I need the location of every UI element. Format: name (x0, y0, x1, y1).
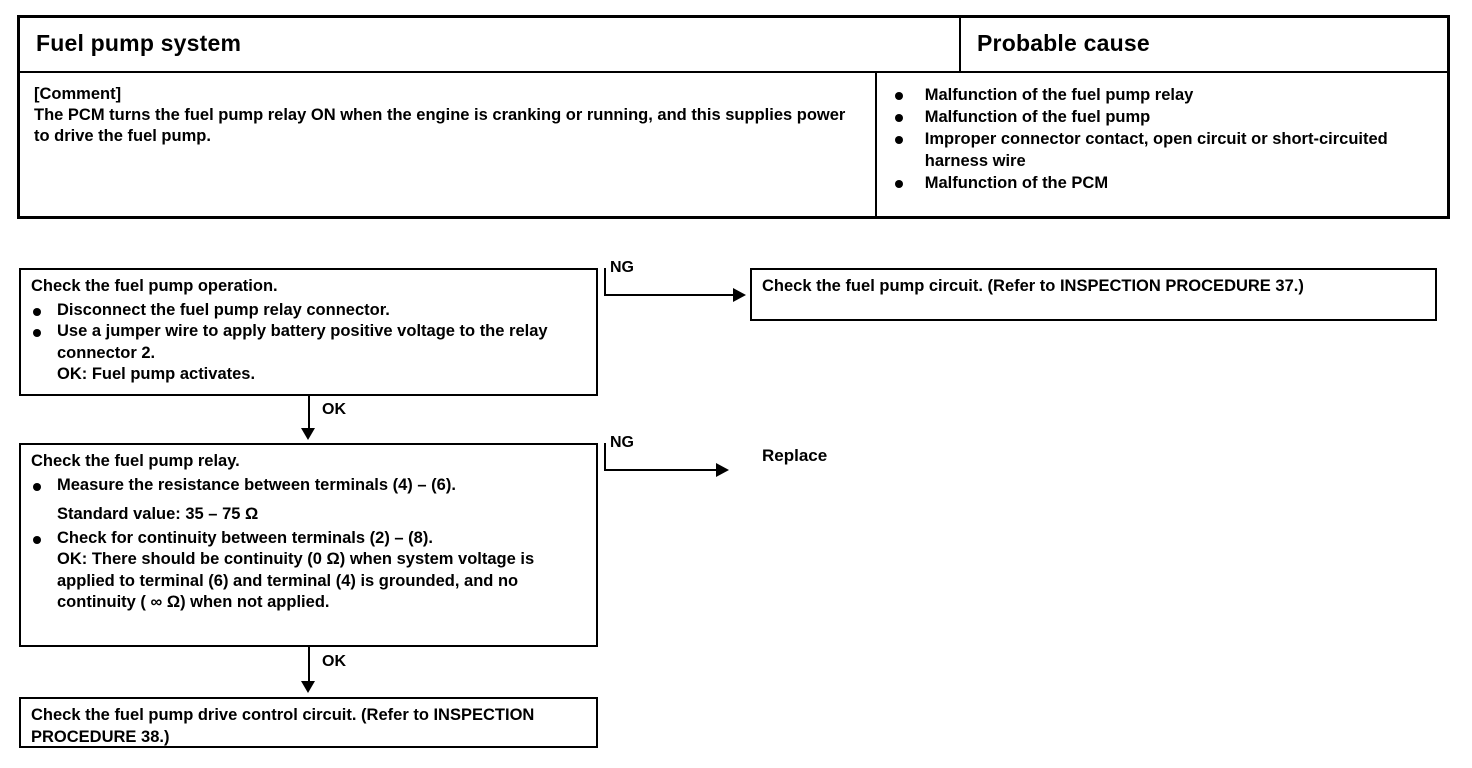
list-item: Malfunction of the fuel pump relay (893, 84, 1437, 106)
list-item: Check for continuity between terminals (… (31, 528, 588, 550)
flow-box-content: Check the fuel pump relay. Measure the r… (21, 445, 596, 620)
table-cell-causes: Malfunction of the fuel pump relay Malfu… (877, 73, 1447, 216)
ok-text: Fuel pump activates. (91, 365, 256, 383)
connector-line-ng-1-vertical (604, 268, 606, 296)
edge-label-ok-1: OK (322, 401, 346, 418)
connector-line-ok-2 (308, 647, 310, 685)
list-item: Measure the resistance between terminals… (31, 475, 588, 497)
cause-text: Malfunction of the fuel pump relay (924, 86, 1194, 104)
step-text: Use a jumper wire to apply battery posit… (57, 322, 548, 362)
arrow-right-icon (733, 288, 746, 302)
bullet-icon (33, 535, 41, 544)
flow-box-content: Check the fuel pump drive control circui… (21, 699, 596, 754)
ok-text: There should be continuity (0 Ω) when sy… (57, 550, 535, 611)
flow-box-check-fuel-pump-relay[interactable]: Check the fuel pump relay. Measure the r… (19, 443, 598, 647)
arrow-down-icon (301, 681, 315, 693)
connector-line-ng-2-horizontal (604, 469, 719, 471)
comment-text: The PCM turns the fuel pump relay ON whe… (34, 106, 846, 145)
edge-label-ng-2: NG (610, 434, 634, 451)
ok-tag: OK: (57, 550, 88, 568)
symptom-table: Fuel pump system Probable cause [Comment… (17, 15, 1450, 219)
flow-terminal-replace: Replace (762, 446, 828, 465)
list-item: Malfunction of the fuel pump (893, 106, 1437, 128)
connector-line-ng-2-vertical (604, 443, 606, 471)
list-item: Improper connector contact, open circuit… (893, 128, 1437, 172)
bullet-icon (33, 482, 41, 491)
list-item: Use a jumper wire to apply battery posit… (31, 321, 588, 364)
flow-box-check-drive-control-circuit[interactable]: Check the fuel pump drive control circui… (19, 697, 598, 748)
table-header-cell-system: Fuel pump system (20, 18, 961, 71)
bullet-icon (894, 92, 903, 100)
bullet-icon (33, 329, 41, 337)
ok-tag: OK: (57, 365, 88, 383)
standard-value-text: Standard value: 35 – 75 Ω (57, 505, 259, 523)
table-header-row: Fuel pump system Probable cause (20, 18, 1447, 73)
comment-block: [Comment] The PCM turns the fuel pump re… (20, 73, 875, 147)
flow-box-steps: Measure the resistance between terminals… (31, 475, 588, 497)
table-body-row: [Comment] The PCM turns the fuel pump re… (20, 73, 1447, 216)
cause-text: Malfunction of the fuel pump (924, 108, 1151, 126)
flow-box-text: Check the fuel pump circuit. (Refer to I… (762, 277, 1304, 295)
flow-box-steps: Disconnect the fuel pump relay connector… (31, 300, 588, 365)
cause-text: Improper connector contact, open circuit… (924, 130, 1388, 170)
list-item: Malfunction of the PCM (893, 172, 1437, 194)
cause-text: Malfunction of the PCM (924, 174, 1109, 192)
edge-label-ok-2: OK (322, 653, 346, 670)
bullet-icon (894, 180, 903, 188)
probable-cause-list: Malfunction of the fuel pump relay Malfu… (877, 73, 1447, 194)
flow-box-ok-criteria: OK: Fuel pump activates. (31, 364, 588, 386)
comment-label: [Comment] (34, 85, 122, 103)
step-text: Check for continuity between terminals (… (57, 528, 433, 547)
flow-box-title: Check the fuel pump relay. (31, 452, 240, 470)
arrow-down-icon (301, 428, 315, 440)
flow-box-text: Check the fuel pump drive control circui… (31, 706, 535, 746)
connector-line-ng-1-horizontal (604, 294, 737, 296)
flow-box-ok-criteria: OK: There should be continuity (0 Ω) whe… (31, 549, 588, 614)
bullet-icon (33, 307, 41, 316)
flow-box-content: Check the fuel pump circuit. (Refer to I… (752, 270, 1435, 304)
flow-box-check-fuel-pump-circuit[interactable]: Check the fuel pump circuit. (Refer to I… (750, 268, 1437, 321)
flow-box-check-fuel-pump-operation[interactable]: Check the fuel pump operation. Disconnec… (19, 268, 598, 396)
connector-line-ok-1 (308, 396, 310, 432)
table-cell-comment: [Comment] The PCM turns the fuel pump re… (20, 73, 877, 216)
edge-label-ng-1: NG (610, 259, 634, 276)
list-item: Disconnect the fuel pump relay connector… (31, 300, 588, 322)
flow-box-content: Check the fuel pump operation. Disconnec… (21, 270, 596, 392)
table-header-cell-cause: Probable cause (961, 18, 1447, 71)
column-title-probable-cause: Probable cause (977, 30, 1150, 56)
arrow-right-icon (716, 463, 729, 477)
flow-box-title: Check the fuel pump operation. (31, 277, 278, 295)
step-text: Measure the resistance between terminals… (57, 475, 456, 494)
bullet-icon (894, 114, 903, 122)
column-title-fuel-pump-system: Fuel pump system (36, 30, 242, 56)
flow-box-steps-2: Check for continuity between terminals (… (31, 528, 588, 550)
bullet-icon (894, 136, 903, 144)
step-text: Disconnect the fuel pump relay connector… (57, 300, 390, 319)
